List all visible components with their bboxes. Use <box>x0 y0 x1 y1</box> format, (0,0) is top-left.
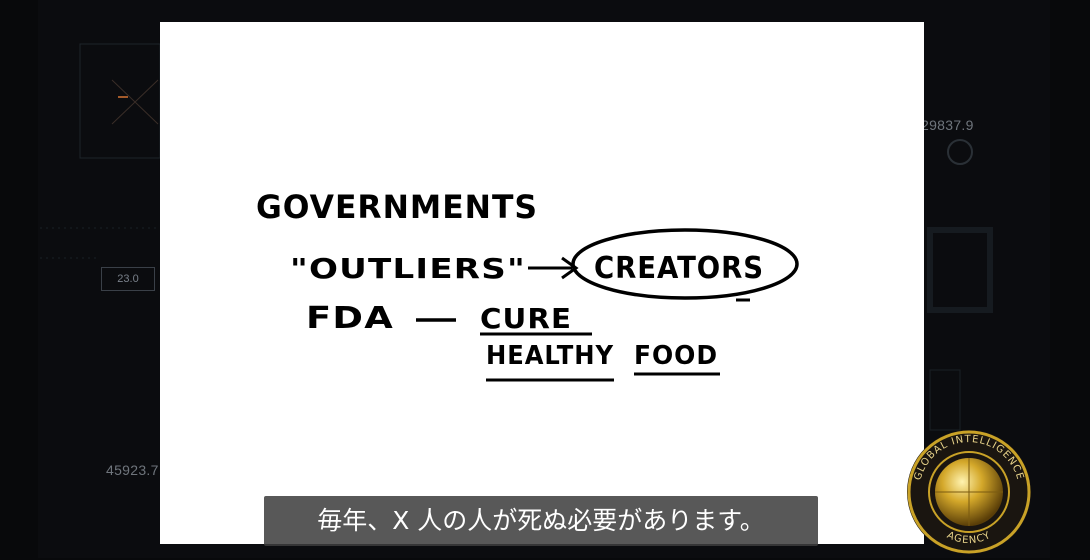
handwriting-fda: FDA <box>306 301 394 336</box>
hud-readout-right: 29837.9 <box>921 117 974 133</box>
arrow-to-creators <box>528 256 579 280</box>
handwriting-governments: GOVERNMENTS <box>256 188 538 226</box>
svg-text:AGENCY: AGENCY <box>945 530 993 546</box>
handwriting-healthy: HEALTHY <box>486 341 614 371</box>
handwriting-creators: CREATORS <box>594 251 764 286</box>
creators-circle <box>571 228 799 300</box>
handwriting-food: FOOD <box>634 341 718 371</box>
whiteboard: GOVERNMENTS "OUTLIERS" CREATORS FDA CURE… <box>160 22 924 544</box>
global-intelligence-agency-seal-logo: GLOBAL INTELLIGENCE AGENCY <box>902 428 1036 555</box>
handwriting-cure: CURE <box>480 302 572 335</box>
whiteboard-drawing: GOVERNMENTS "OUTLIERS" CREATORS FDA CURE… <box>256 188 799 382</box>
hud-readout-box: 23.0 <box>101 267 155 291</box>
handwriting-outliers: "OUTLIERS" <box>290 252 526 285</box>
hud-readout-bottom: 45923.7 <box>106 462 159 478</box>
subtitle-caption: 毎年、X 人の人が死ぬ必要があります。 <box>264 496 818 546</box>
